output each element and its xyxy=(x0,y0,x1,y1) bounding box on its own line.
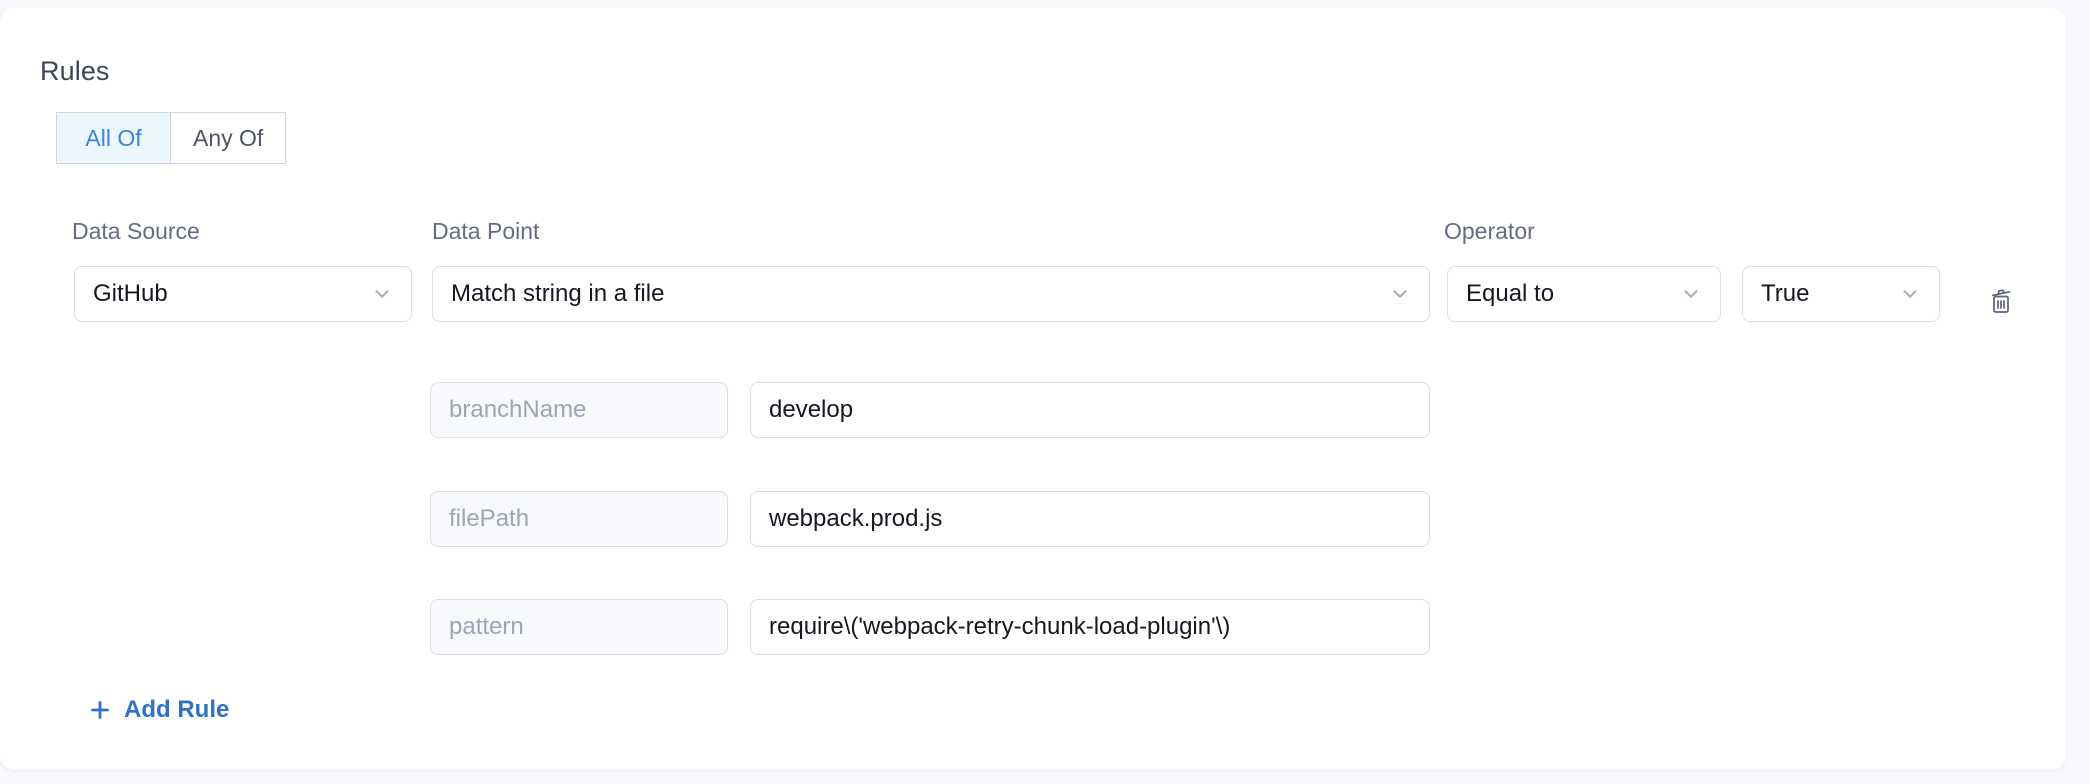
chevron-down-icon xyxy=(1680,283,1702,305)
parameter-value-branchname[interactable]: develop xyxy=(750,382,1430,438)
plus-icon xyxy=(88,698,112,722)
data-point-select[interactable]: Match string in a file xyxy=(432,266,1430,322)
data-source-select[interactable]: GitHub xyxy=(74,266,412,322)
data-source-select-value: GitHub xyxy=(93,280,168,307)
expected-value-select-value: True xyxy=(1761,280,1810,307)
column-label-data-point: Data Point xyxy=(432,218,540,244)
match-type-toggle-group: All Of Any Of xyxy=(56,112,287,164)
chevron-down-icon xyxy=(371,283,393,305)
parameter-value-filepath[interactable]: webpack.prod.js xyxy=(750,491,1430,547)
add-rule-button[interactable]: Add Rule xyxy=(88,696,229,724)
parameter-name-pattern: pattern xyxy=(430,599,728,655)
expected-value-select[interactable]: True xyxy=(1742,266,1940,322)
column-label-operator: Operator xyxy=(1444,218,1535,244)
parameter-name-filepath: filePath xyxy=(430,491,728,547)
trash-icon xyxy=(1984,284,2018,321)
chevron-down-icon xyxy=(1899,283,1921,305)
add-rule-label: Add Rule xyxy=(124,696,230,723)
operator-select[interactable]: Equal to xyxy=(1447,266,1721,322)
parameter-name-branchname: branchName xyxy=(430,382,728,438)
toggle-any-of[interactable]: Any Of xyxy=(171,112,287,164)
operator-select-value: Equal to xyxy=(1466,280,1555,307)
data-point-select-value: Match string in a file xyxy=(451,280,665,307)
page-title: Rules xyxy=(40,56,110,86)
delete-rule-button[interactable] xyxy=(1979,280,2023,324)
column-label-data-source: Data Source xyxy=(72,218,200,244)
rules-card: Rules All Of Any Of Data Source Data Poi… xyxy=(0,8,2066,770)
parameter-value-pattern[interactable]: require\('webpack-retry-chunk-load-plugi… xyxy=(750,599,1430,655)
chevron-down-icon xyxy=(1389,283,1411,305)
toggle-all-of[interactable]: All Of xyxy=(56,112,171,164)
